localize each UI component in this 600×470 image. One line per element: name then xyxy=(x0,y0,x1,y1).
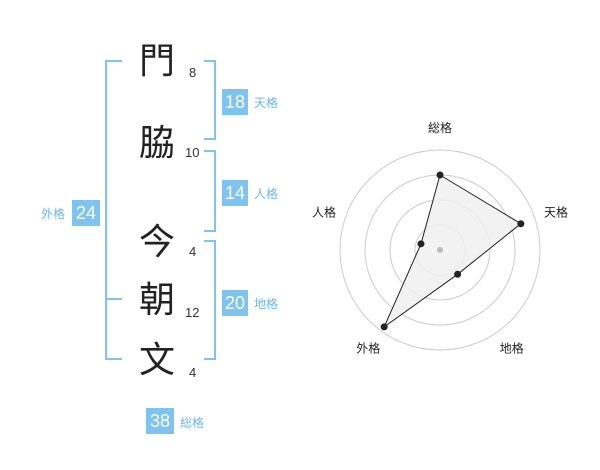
radar-point-2 xyxy=(454,270,462,278)
radar-points xyxy=(380,171,525,331)
radar-point-0 xyxy=(436,171,444,179)
tenkaku-bracket-top xyxy=(204,60,216,62)
name-char-4: 朝 xyxy=(138,280,175,321)
jinkaku-bracket-top xyxy=(204,150,216,152)
radar-area xyxy=(382,174,522,329)
radar-ring-4 xyxy=(339,149,541,351)
gaikaku-label: 外格 xyxy=(41,207,66,221)
soukaku-label: 総格 xyxy=(180,416,205,430)
stroke-count-4: 12 xyxy=(185,305,200,320)
jinkaku-bracket-vertical xyxy=(214,150,216,232)
jinkaku-value-badge: 14 xyxy=(222,180,248,206)
chikaku-value-badge: 20 xyxy=(222,290,248,316)
radar-point-1 xyxy=(517,220,525,228)
radar-point-4 xyxy=(417,240,425,248)
tenkaku-bracket-vertical xyxy=(214,60,216,140)
name-char-3: 今 xyxy=(138,222,175,263)
gaikaku-bracket-bottom xyxy=(105,358,122,360)
stroke-count-5: 4 xyxy=(189,365,197,380)
gaikaku-value-badge: 24 xyxy=(72,200,100,226)
tenkaku-value-badge: 18 xyxy=(222,89,248,115)
radar-axis-label-soukaku: 総格 xyxy=(428,120,452,135)
radar-axis-label-tenkaku: 天格 xyxy=(544,204,568,219)
tenkaku-label: 天格 xyxy=(254,96,279,110)
stroke-count-3: 4 xyxy=(189,244,197,259)
stroke-count-1: 8 xyxy=(189,65,197,80)
radar-axis-label-chikaku: 地格 xyxy=(500,341,524,356)
radar-point-3 xyxy=(380,323,388,331)
chikaku-label: 地格 xyxy=(254,297,279,311)
chikaku-bracket-vertical xyxy=(214,240,216,360)
jinkaku-label: 人格 xyxy=(254,187,279,201)
soukaku-value-badge: 38 xyxy=(146,408,174,434)
tenkaku-bracket-bottom xyxy=(204,138,216,140)
name-char-2: 脇 xyxy=(138,123,175,164)
radar-center-dot xyxy=(437,247,443,253)
chikaku-bracket-top xyxy=(204,240,216,242)
gaikaku-bracket-vertical xyxy=(105,60,107,360)
stroke-count-2: 10 xyxy=(185,145,200,160)
radar-axis-label-gaikaku: 外格 xyxy=(356,341,380,356)
gaikaku-bracket-mid xyxy=(105,298,122,300)
chikaku-bracket-bottom xyxy=(204,358,216,360)
gaikaku-bracket-top xyxy=(105,60,122,62)
radar-axis-label-jinkaku: 人格 xyxy=(312,204,336,219)
name-char-1: 門 xyxy=(138,41,175,82)
jinkaku-bracket-bottom xyxy=(204,230,216,232)
name-char-5: 文 xyxy=(138,340,175,381)
